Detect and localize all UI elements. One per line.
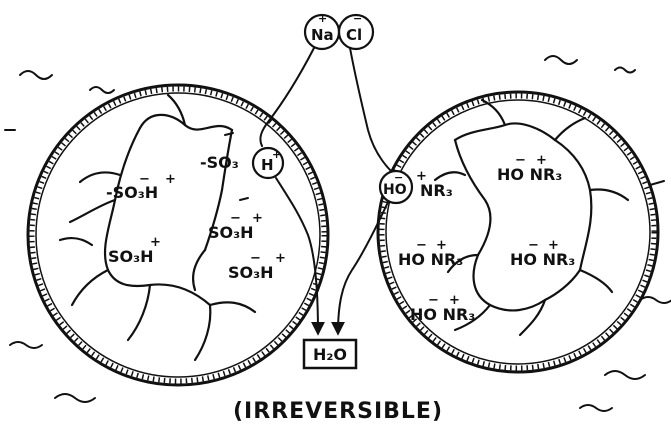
polymer-chain [453, 138, 492, 257]
wave [9, 341, 43, 349]
polymer-chain [446, 253, 480, 274]
hydrogen-ion-circle [251, 146, 285, 180]
anion-resin-bead: NR₃ + HO NR₃ − + HO NR₃ − + HO NR₃ − + H… [376, 90, 660, 374]
wave [89, 86, 115, 94]
wave [579, 404, 613, 412]
chloride-ion-charge: − [353, 12, 362, 25]
polymer-chain [588, 188, 630, 202]
honr3-label-1-plus: + [536, 153, 547, 168]
polymer-chain [203, 188, 224, 252]
polymer-chain [70, 268, 110, 307]
honr3-label-3-minus: − [528, 238, 539, 253]
so3-free-label: -SO₃ [200, 153, 239, 172]
honr3-label-3-plus: + [548, 238, 559, 253]
reaction-arrows [275, 177, 389, 336]
honr3-label-4: HO NR₃ [410, 305, 475, 324]
polymer-chain [578, 268, 614, 294]
wave [649, 180, 665, 186]
polymer-chain [126, 283, 152, 342]
bead-hatching [29, 86, 327, 384]
so3h-label-1-minus: − [139, 172, 150, 187]
polymer-chain [68, 198, 117, 224]
chloride-path [349, 47, 393, 173]
honr3-label-4-plus: + [449, 293, 460, 308]
polymer-chain [58, 236, 94, 247]
cation-resin-bead: -SO₃H − + -SO₃ SO₃H − + SO₃H + SO₃H − + [26, 83, 330, 387]
hydrogen-ion-label: H [261, 156, 274, 174]
hydroxide-ion-circle [378, 169, 414, 205]
bead-outer-ring [376, 90, 660, 374]
hydroxide-ion-charge: − [394, 171, 403, 184]
so3h-label-2: SO₃H [208, 223, 254, 242]
polymer-chain [193, 303, 212, 362]
wave [19, 70, 53, 80]
polymer-chain [208, 301, 257, 314]
polymer-chain [453, 303, 492, 332]
hydrogen-ion: H + [251, 146, 285, 180]
so3h-label-2-minus: − [230, 211, 241, 226]
so3h-label-4-minus: − [250, 251, 261, 266]
honr3-label-1-minus: − [515, 153, 526, 168]
wave [604, 370, 646, 380]
so3h-label-4-plus: + [275, 251, 286, 266]
polymer-chain [518, 298, 547, 337]
wave [544, 55, 578, 65]
water-box [302, 338, 358, 370]
polymer-network [433, 98, 630, 337]
hydrogen-arrow [275, 177, 325, 336]
chloride-ion-circle [337, 13, 375, 51]
polymer-chain [480, 98, 507, 127]
polymer-chain [543, 268, 582, 302]
hydrogen-ion-charge: + [272, 148, 281, 161]
so3h-label-3-plus: + [150, 235, 161, 250]
salt-ions: Na + Cl − [303, 12, 375, 51]
honr3-label-2-minus: − [416, 238, 427, 253]
chloride-ion-label: Cl [346, 26, 362, 44]
nr3-free-plus: + [416, 169, 427, 184]
wave [239, 197, 249, 201]
wave [54, 393, 96, 403]
honr3-label-2-plus: + [436, 238, 447, 253]
honr3-label-3: HO NR₃ [510, 250, 575, 269]
honr3-label-4-minus: − [428, 293, 439, 308]
so3h-label-4: SO₃H [228, 263, 274, 282]
wave [614, 66, 636, 74]
polymer-chain [191, 248, 207, 292]
polymer-chain [553, 116, 587, 142]
so3h-label-3: SO₃H [108, 247, 154, 266]
so3h-label-2-plus: + [252, 211, 263, 226]
hydroxide-ion-label: HO [383, 182, 407, 198]
bead-hatching [379, 93, 657, 371]
so3h-label-1: -SO₃H [106, 183, 158, 202]
caption: (IRREVERSIBLE) [233, 399, 443, 424]
bead-inner-ring [35, 92, 321, 378]
honr3-label-1: HO NR₃ [497, 165, 562, 184]
bead-outer-ring [26, 83, 330, 387]
honr3-label-2: HO NR₃ [398, 250, 463, 269]
sodium-path [259, 47, 315, 147]
polymer-chain [138, 113, 234, 132]
polymer-chain [78, 171, 122, 184]
hydroxide-ion: HO − [378, 169, 414, 205]
nr3-free-label: NR₃ [420, 181, 453, 200]
polymer-chain [166, 93, 187, 127]
water-product: H₂O [302, 338, 358, 370]
polymer-chain [220, 128, 234, 192]
water-label: H₂O [313, 345, 347, 364]
exchange-paths [259, 47, 393, 173]
so3h-label-1-plus: + [165, 172, 176, 187]
polymer-chain [433, 171, 467, 182]
sodium-ion-charge: + [318, 12, 327, 25]
hydroxide-arrow [331, 201, 389, 336]
wave [639, 296, 671, 304]
polymer-network [58, 93, 257, 362]
bead-inner-ring [385, 99, 651, 365]
sodium-ion-label: Na [311, 26, 334, 44]
